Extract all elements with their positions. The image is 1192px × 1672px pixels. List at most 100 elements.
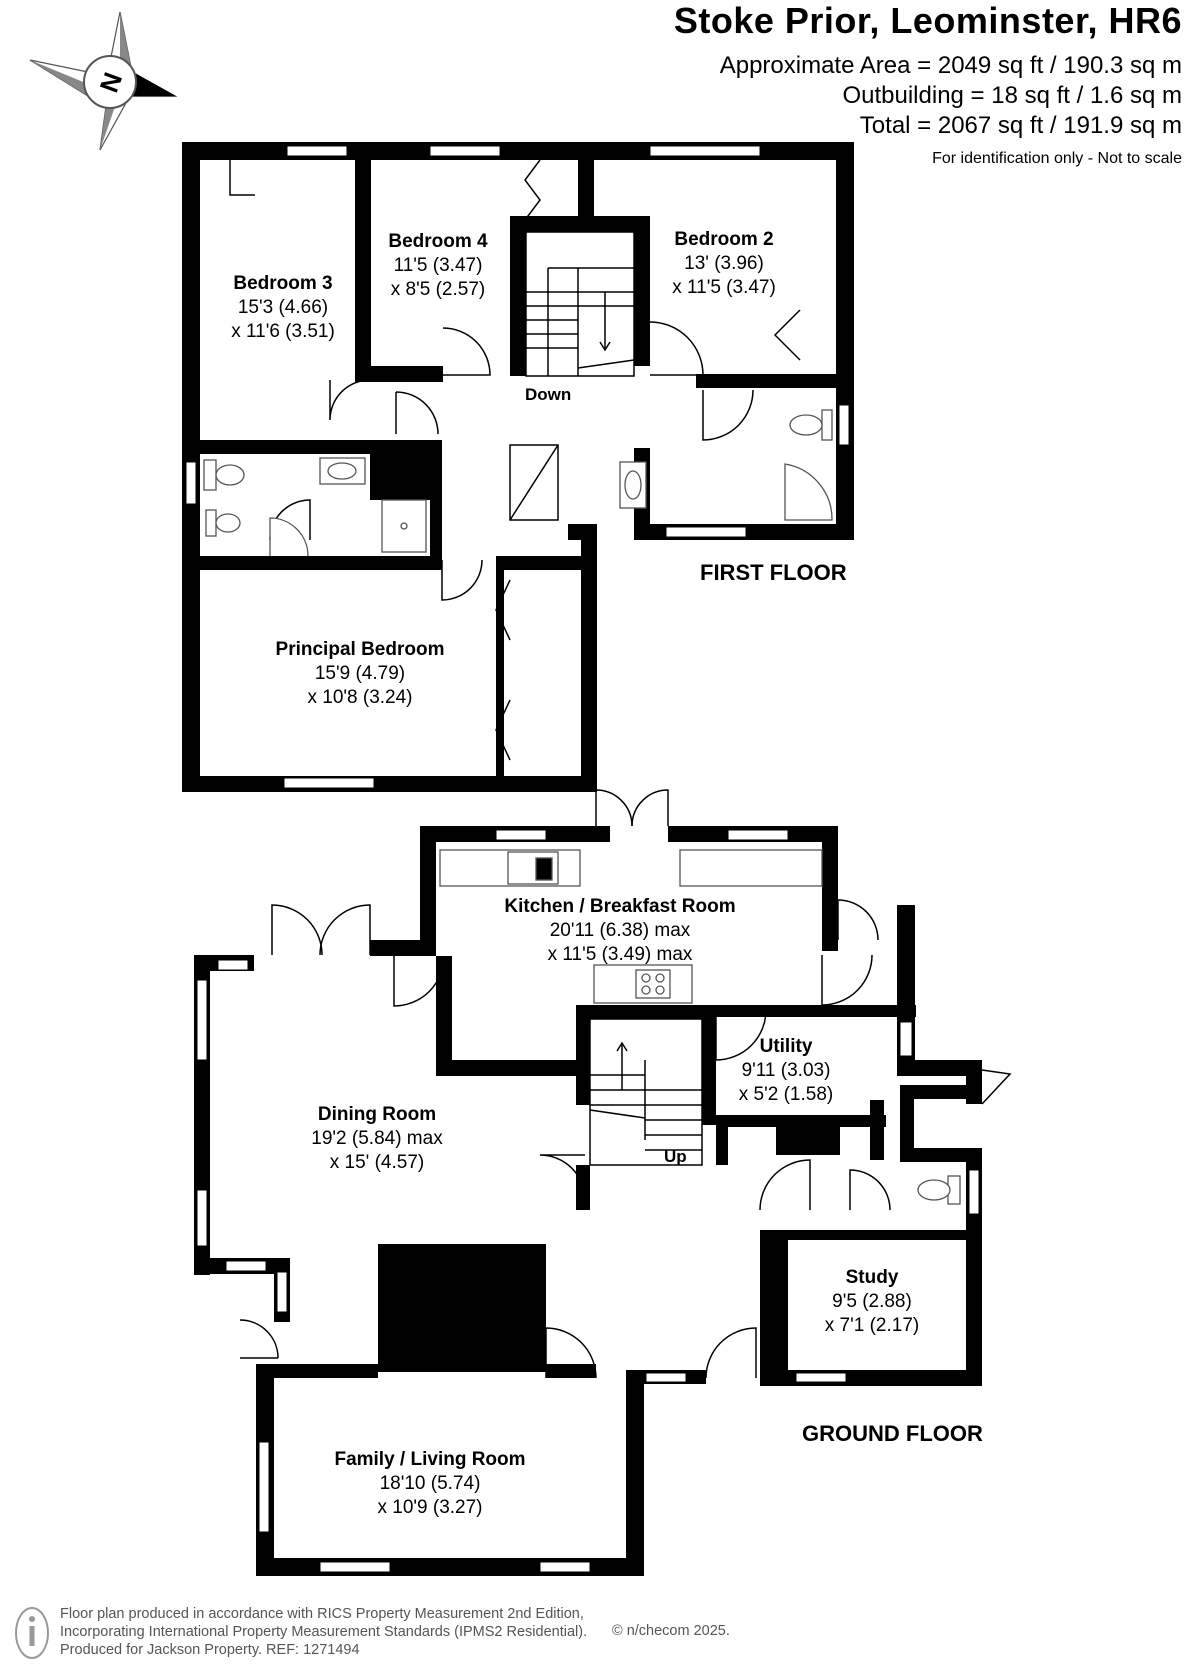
- copyright: © n/checom 2025.: [612, 1623, 730, 1639]
- window: [645, 1372, 687, 1383]
- room-bedroom-2: Bedroom 2 13' (3.96) x 11'5 (3.47): [672, 228, 776, 300]
- room-dimension: 18'10 (5.74): [379, 1473, 481, 1494]
- interior-wall: [696, 374, 854, 388]
- room-name: Bedroom 2: [674, 229, 774, 250]
- staircase: [525, 231, 635, 377]
- stairs-up-label: Up: [664, 1147, 687, 1166]
- room-dimension: 20'11 (6.38) max: [549, 920, 691, 941]
- window: [286, 145, 348, 157]
- outer-wall: [897, 1060, 982, 1076]
- staircase-landing: [509, 444, 559, 521]
- room-dimension: x 11'6 (3.51): [231, 321, 335, 342]
- window: [225, 1260, 267, 1272]
- room-dimension: 15'3 (4.66): [237, 297, 329, 318]
- room-name: Bedroom 3: [233, 273, 333, 294]
- interior-wall: [496, 556, 597, 570]
- interior-wall: [716, 1005, 916, 1017]
- window: [649, 145, 761, 157]
- outbuilding-area: Outbuilding = 18 sq ft / 1.6 sq m: [842, 82, 1182, 109]
- room-name: Study: [845, 1267, 899, 1288]
- room-bedroom-3: Bedroom 3 15'3 (4.66) x 11'6 (3.51): [231, 272, 335, 344]
- stairs-down-label: Down: [525, 385, 572, 404]
- room-name: Dining Room: [317, 1104, 437, 1125]
- interior-wall: [546, 1364, 596, 1378]
- room-dimension: x 5'2 (1.58): [738, 1084, 834, 1105]
- interior-wall: [274, 1364, 378, 1378]
- room-dimension: x 11'5 (3.49) max: [547, 944, 693, 965]
- window: [319, 1561, 391, 1573]
- outer-wall: [568, 524, 597, 540]
- window: [539, 1561, 591, 1573]
- interior-wall: [510, 216, 650, 232]
- footer-line: Incorporating International Property Mea…: [60, 1624, 588, 1640]
- room-family-living: Family / Living Room 18'10 (5.74) x 10'9…: [334, 1448, 525, 1520]
- window: [899, 1021, 913, 1057]
- room-name: Utility: [759, 1036, 813, 1057]
- approx-area: Approximate Area = 2049 sq ft / 190.3 sq…: [719, 52, 1182, 79]
- info-icon: [15, 1607, 49, 1659]
- outer-wall: [822, 826, 838, 951]
- interior-wall: [760, 1230, 788, 1376]
- outer-wall: [182, 776, 597, 792]
- interior-wall: [496, 556, 504, 776]
- chimney-breast: [378, 1244, 546, 1372]
- window: [968, 1169, 980, 1215]
- room-name: Family / Living Room: [334, 1449, 526, 1470]
- outer-wall: [370, 940, 436, 956]
- kitchen-units: [439, 849, 823, 1004]
- interior-wall: [182, 556, 442, 570]
- room-kitchen-breakfast: Kitchen / Breakfast Room 20'11 (6.38) ma…: [504, 895, 735, 967]
- room-name: Bedroom 4: [388, 231, 488, 252]
- window: [727, 829, 789, 841]
- outer-wall: [436, 956, 452, 1076]
- ground-floor-label: GROUND FLOOR: [802, 1421, 983, 1446]
- window: [795, 1372, 847, 1383]
- interior-wall: [510, 216, 526, 376]
- bathroom-fixtures: [203, 409, 833, 557]
- interior-wall: [430, 440, 442, 560]
- room-dimension: 9'5 (2.88): [832, 1291, 912, 1312]
- window: [429, 145, 501, 157]
- outer-wall: [436, 1060, 576, 1076]
- ground-floor-plan: [194, 789, 1012, 1576]
- outer-wall: [760, 1370, 982, 1386]
- interior-wall: [576, 1005, 590, 1105]
- outer-wall: [836, 142, 854, 540]
- window: [185, 461, 197, 505]
- room-name: Kitchen / Breakfast Room: [504, 896, 736, 917]
- footer-line: Floor plan produced in accordance with R…: [60, 1606, 584, 1622]
- total-area: Total = 2067 sq ft / 191.9 sq m: [859, 112, 1182, 139]
- room-dimension: x 15' (4.57): [329, 1152, 425, 1173]
- room-dimension: x 7'1 (2.17): [824, 1315, 920, 1336]
- room-study: Study 9'5 (2.88) x 7'1 (2.17): [825, 1266, 919, 1338]
- footer-line: Produced for Jackson Property. REF: 1271…: [60, 1642, 360, 1658]
- interior-wall: [900, 1148, 980, 1162]
- window: [258, 1441, 270, 1533]
- room-dining: Dining Room 19'2 (5.84) max x 15' (4.57): [311, 1103, 442, 1175]
- interior-wall: [776, 1115, 840, 1155]
- interior-wall: [355, 366, 443, 382]
- interior-wall: [788, 1230, 980, 1240]
- interior-wall: [634, 216, 650, 366]
- staircase: [589, 1018, 703, 1166]
- room-dimension: 15'9 (4.79): [314, 663, 406, 684]
- window: [283, 777, 375, 789]
- door-swing: [229, 159, 801, 761]
- room-principal-bedroom: Principal Bedroom 15'9 (4.79) x 10'8 (3.…: [276, 638, 445, 710]
- door-swing: [239, 789, 1012, 1379]
- interior-wall: [576, 1005, 716, 1019]
- interior-wall: [355, 142, 371, 382]
- window: [665, 526, 747, 538]
- wc-fixtures: [917, 1175, 961, 1205]
- room-dimension: x 11'5 (3.47): [672, 277, 776, 298]
- window: [196, 1189, 208, 1247]
- outer-wall: [581, 524, 597, 792]
- window: [838, 404, 850, 446]
- window: [196, 979, 208, 1061]
- room-dimension: 11'5 (3.47): [393, 255, 483, 276]
- interior-wall: [702, 1005, 716, 1125]
- room-dimension: 13' (3.96): [684, 253, 764, 274]
- interior-wall: [578, 142, 594, 232]
- interior-wall: [182, 440, 417, 454]
